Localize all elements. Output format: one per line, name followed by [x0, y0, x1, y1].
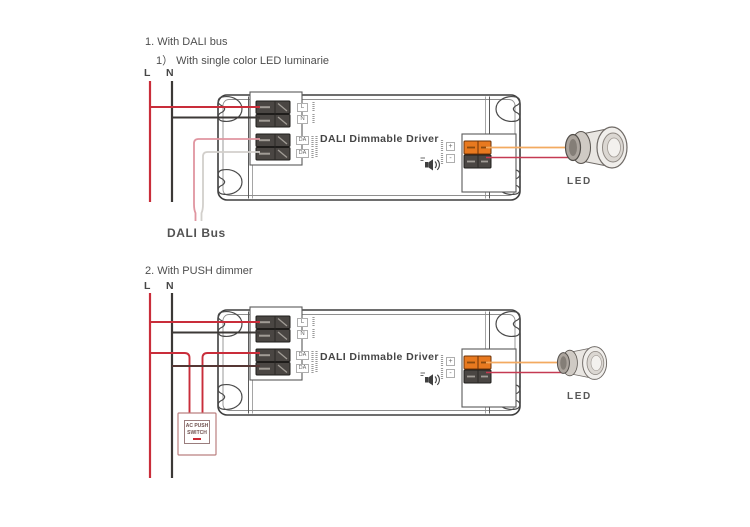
live-to-switch-wire: [150, 352, 191, 414]
terminal-da2: [255, 146, 291, 161]
terminal-label-minus: -: [446, 369, 455, 378]
terminal-live: [255, 315, 291, 330]
live-wire-label: L: [144, 67, 151, 79]
push-switch-button-mark: [193, 437, 201, 440]
led-label-1: LED: [567, 176, 592, 187]
led-lamp-1: [564, 126, 628, 169]
push-switch-label-line1: AC PUSH: [185, 423, 209, 429]
terminal-label-minus: -: [446, 154, 455, 163]
dali-bus-wire-2: [200, 151, 260, 221]
led-lamp-2: [556, 346, 608, 380]
section-2-heading: 2. With PUSH dimmer: [145, 265, 253, 277]
driver-title-2: DALI Dimmable Driver: [320, 351, 439, 363]
terminal-label-l: L: [297, 317, 308, 327]
push-switch: [177, 412, 217, 456]
terminal-label-plus: +: [446, 141, 455, 151]
driver-title-1: DALI Dimmable Driver: [320, 133, 439, 145]
live-wire-label: L: [144, 280, 151, 292]
terminal-label-da1: DA: [296, 350, 309, 360]
wires-dali-bus: [148, 81, 574, 221]
switch-to-da-wire: [201, 352, 260, 414]
terminal-label-da2: DA: [296, 364, 309, 373]
terminal-neutral: [255, 328, 291, 343]
terminal-da1: [255, 133, 291, 148]
terminal-label-n: N: [297, 329, 308, 339]
led-label-2: LED: [567, 391, 592, 402]
terminal-live: [255, 100, 291, 115]
terminal-label-l: L: [297, 102, 308, 112]
terminal-da1: [255, 348, 291, 363]
push-switch-label-line2: SWITCH: [187, 429, 207, 436]
terminal-label-da2: DA: [296, 149, 309, 158]
fine-print-marks: [311, 317, 444, 380]
neutral-wire-label: N: [166, 280, 174, 292]
terminal-label-da1: DA: [296, 135, 309, 145]
fine-print-marks: [311, 102, 444, 165]
section-1-subheading: 1） With single color LED luminarie: [156, 55, 330, 67]
driver-case-2: [217, 306, 521, 416]
dali-bus-wire-1: [193, 138, 260, 221]
wires-push-dimmer: [148, 293, 562, 478]
terminal-label-plus: +: [446, 356, 455, 366]
terminal-da2: [255, 361, 291, 376]
section-1-heading: 1. With DALI bus: [145, 36, 228, 48]
terminal-neutral: [255, 113, 291, 128]
driver-case-1: [217, 91, 521, 201]
terminal-label-n: N: [297, 114, 308, 124]
dali-bus-label: DALI Bus: [167, 226, 226, 240]
neutral-wire-label: N: [166, 67, 174, 79]
